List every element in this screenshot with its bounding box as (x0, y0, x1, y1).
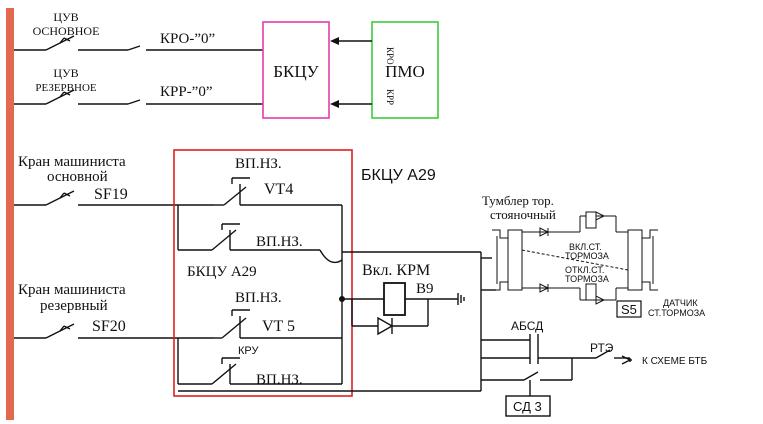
s5-label: S5 (621, 302, 637, 317)
vp-nz-2-contact (177, 205, 343, 264)
kru-contact (177, 338, 342, 385)
kro-vertical-label: КРО (385, 47, 395, 65)
sf20-label: SF20 (92, 318, 126, 335)
kran-res-label-line1: Кран машиниста (18, 282, 126, 298)
bkcu-label: БКЦУ (273, 62, 319, 81)
kran-main-label-line1: Кран машиниста (18, 154, 126, 170)
vp-nz-1-label: ВП.НЗ. (235, 156, 282, 172)
cuv-res-switch (14, 89, 263, 105)
vkl-label-line1: ВКЛ.СТ. (569, 242, 602, 252)
vkl-label-line2: ТОРМОЗА (565, 251, 609, 261)
sd3-label: СД 3 (513, 399, 542, 414)
kran-res-label-line2: резервный (40, 298, 108, 314)
vp-nz-3-label: ВП.НЗ. (235, 290, 282, 306)
absd-label: АБСД (511, 319, 543, 333)
krm-label: Вкл. КРМ (362, 262, 430, 279)
a29-collector-wire (339, 205, 345, 384)
btb-arrow (621, 355, 632, 365)
kru-label: КРУ (238, 345, 260, 357)
cuv-main-label-line2: ОСНОВНОЕ (33, 24, 100, 38)
vt4-label: VT4 (264, 181, 293, 198)
tumbler-label-line1: Тумблер тор. (482, 193, 554, 208)
datchik-label-line2: СТ.ТОРМОЗА (648, 308, 705, 318)
btb-label: К СХЕМЕ БТБ (642, 356, 708, 367)
otkl-label-line2: ТОРМОЗА (565, 274, 609, 284)
sd3-box (505, 395, 551, 417)
kro-zero-label: КРО-”0” (160, 31, 215, 47)
vt5-contact (214, 309, 342, 339)
kran-main-label-line2: основной (47, 169, 108, 185)
tumbler-label-line2: стояночный (490, 207, 556, 222)
pmo-box (371, 21, 439, 119)
bkcu-box (262, 21, 330, 119)
rte-label: РТЭ (590, 341, 614, 355)
kro-signal-arrow (330, 37, 372, 45)
absd-rte-contacts (481, 334, 631, 396)
sf20-switch (14, 323, 214, 339)
krr-vertical-label: КРР (385, 89, 395, 105)
a29-inner-title: БКЦУ А29 (187, 264, 257, 280)
cuv-res-label-line2: РЕЗЕРВНОЕ (35, 82, 97, 94)
vt4-contact (214, 177, 342, 206)
power-bus-bar (6, 8, 14, 420)
cuv-main-switch (14, 35, 263, 51)
vp-nz-2-label: ВП.НЗ. (256, 234, 303, 250)
s5-box (616, 300, 642, 318)
vp-nz-4-label: ВП.НЗ. (256, 372, 303, 388)
a29-title: БКЦУ А29 (361, 167, 436, 184)
sf19-switch (14, 190, 214, 206)
vt5-label: VT 5 (262, 318, 295, 335)
tumbler-switch-assembly (492, 211, 658, 305)
pmo-label: ПМО (385, 62, 425, 81)
otkl-label-line1: ОТКЛ.СТ. (565, 265, 604, 275)
cuv-main-label-line1: ЦУВ (53, 10, 78, 24)
cuv-res-label-line1: ЦУВ (53, 66, 78, 80)
krr-signal-arrow (330, 100, 372, 108)
b9-label: В9 (416, 281, 434, 297)
sf19-label: SF19 (94, 186, 128, 203)
a29-box (173, 149, 353, 397)
krm-coil-circuit (342, 282, 465, 336)
krr-zero-label: КРР-”0” (160, 84, 213, 100)
datchik-label-line1: ДАТЧИК (663, 298, 698, 308)
